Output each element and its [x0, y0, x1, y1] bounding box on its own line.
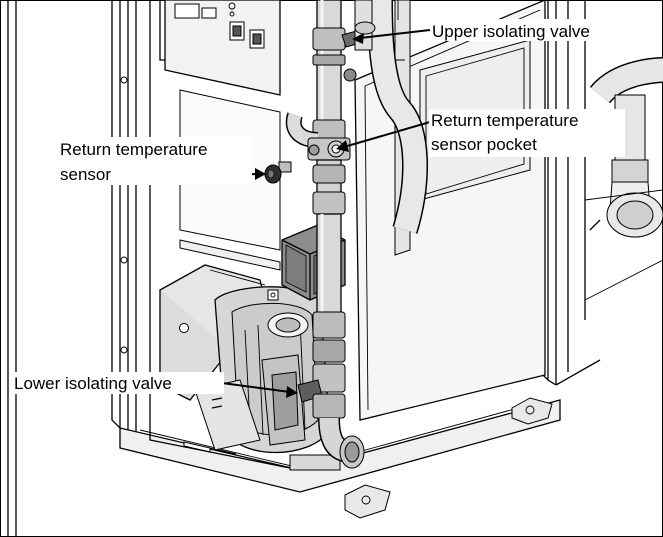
- cabinet-frame: [7, 0, 601, 537]
- label-lower-isolating-valve: Lower isolating valve: [14, 374, 172, 393]
- callout-labels: Upper isolating valve Return temperature…: [12, 19, 636, 394]
- burner-fan-assembly: [159, 264, 341, 471]
- label-upper-isolating-valve: Upper isolating valve: [432, 22, 590, 41]
- label-return-temperature-sensor-line1: Return temperature: [60, 140, 207, 159]
- label-return-temperature-sensor-line2: sensor: [60, 165, 111, 184]
- return-temperature-sensor: [264, 161, 292, 184]
- label-return-temperature-sensor-pocket-line1: Return temperature: [431, 111, 578, 130]
- return-pipe: [285, 0, 376, 469]
- label-return-temperature-sensor-pocket-line2: sensor pocket: [431, 135, 537, 154]
- external-pipework: [584, 57, 663, 301]
